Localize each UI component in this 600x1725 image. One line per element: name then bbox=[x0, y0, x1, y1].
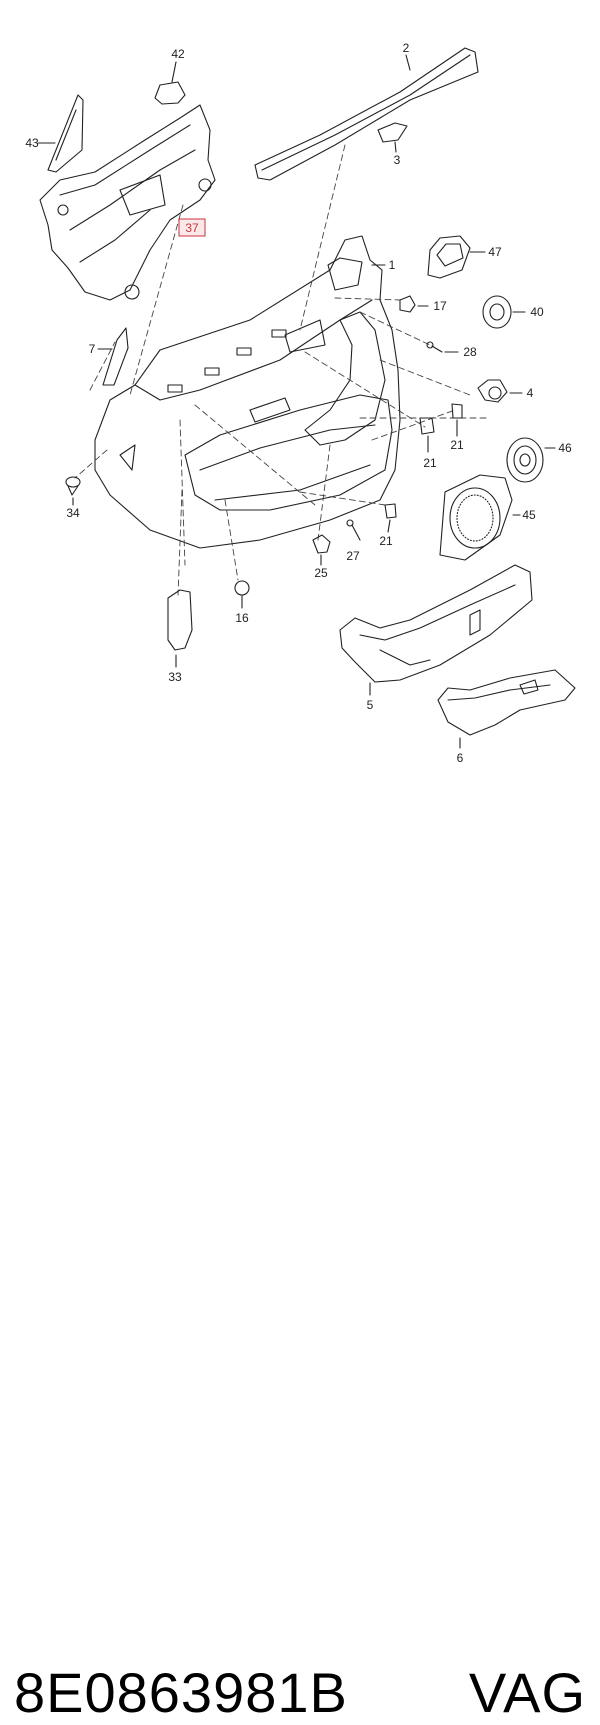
part-33-bracket bbox=[167, 589, 193, 668]
callout-27: 27 bbox=[346, 549, 360, 563]
callout-3: 3 bbox=[394, 153, 401, 167]
dashed-lead-lines bbox=[74, 144, 491, 596]
callout-47: 47 bbox=[488, 245, 502, 259]
part-47-cover bbox=[427, 235, 486, 279]
part-21-clips bbox=[384, 403, 463, 533]
callout-labels: 42 2 43 3 37 47 1 17 40 7 28 4 21 46 21 … bbox=[25, 41, 572, 765]
callout-21-c: 21 bbox=[379, 534, 393, 548]
callout-2: 2 bbox=[403, 41, 410, 55]
part-37-highlight-box bbox=[178, 218, 206, 237]
part-34-clip bbox=[65, 476, 81, 506]
callout-37: 37 bbox=[185, 221, 199, 235]
part-27-screw bbox=[346, 519, 361, 541]
footer: 8E0863981B VAG bbox=[0, 820, 600, 1724]
callout-25: 25 bbox=[314, 566, 328, 580]
part-46-speaker bbox=[506, 437, 556, 483]
part-16-clip bbox=[234, 580, 250, 609]
callout-33: 33 bbox=[168, 670, 182, 684]
part-37-insulation-panel bbox=[39, 104, 216, 301]
part-5-armrest bbox=[339, 564, 533, 696]
callout-7: 7 bbox=[89, 342, 96, 356]
part-2-window-strip bbox=[254, 47, 479, 181]
callout-43: 43 bbox=[25, 136, 39, 150]
part-40-ring bbox=[482, 295, 526, 329]
callout-21-a: 21 bbox=[450, 438, 464, 452]
callout-16: 16 bbox=[235, 611, 249, 625]
callout-17: 17 bbox=[433, 299, 447, 313]
part-7-strip bbox=[97, 327, 129, 386]
callout-42: 42 bbox=[171, 47, 185, 61]
callout-45: 45 bbox=[522, 508, 536, 522]
part-28-screw bbox=[426, 341, 459, 353]
callout-40: 40 bbox=[530, 305, 544, 319]
callout-28: 28 bbox=[463, 345, 477, 359]
part-45-speaker-grille bbox=[439, 474, 521, 561]
callout-34: 34 bbox=[66, 506, 80, 520]
callout-5: 5 bbox=[367, 698, 374, 712]
callout-1: 1 bbox=[389, 258, 396, 272]
part-6-lower-trim bbox=[437, 669, 576, 749]
part-17-clip bbox=[399, 295, 429, 313]
exploded-parts-diagram: 42 2 43 3 37 47 1 17 40 7 28 4 21 46 21 … bbox=[25, 41, 576, 765]
callout-46: 46 bbox=[558, 441, 572, 455]
callout-4: 4 bbox=[527, 386, 534, 400]
part-25-clip bbox=[312, 534, 331, 566]
part-3-clip bbox=[377, 122, 408, 153]
callout-6: 6 bbox=[457, 751, 464, 765]
part-1-door-trim-panel bbox=[94, 235, 401, 549]
part-43-triangle-trim bbox=[37, 94, 84, 173]
brand-name: VAG bbox=[468, 1661, 586, 1724]
part-4-knob bbox=[477, 379, 523, 403]
part-42-bracket bbox=[154, 61, 186, 105]
part-number: 8E0863981B bbox=[14, 1661, 348, 1724]
callout-21-b: 21 bbox=[423, 456, 437, 470]
